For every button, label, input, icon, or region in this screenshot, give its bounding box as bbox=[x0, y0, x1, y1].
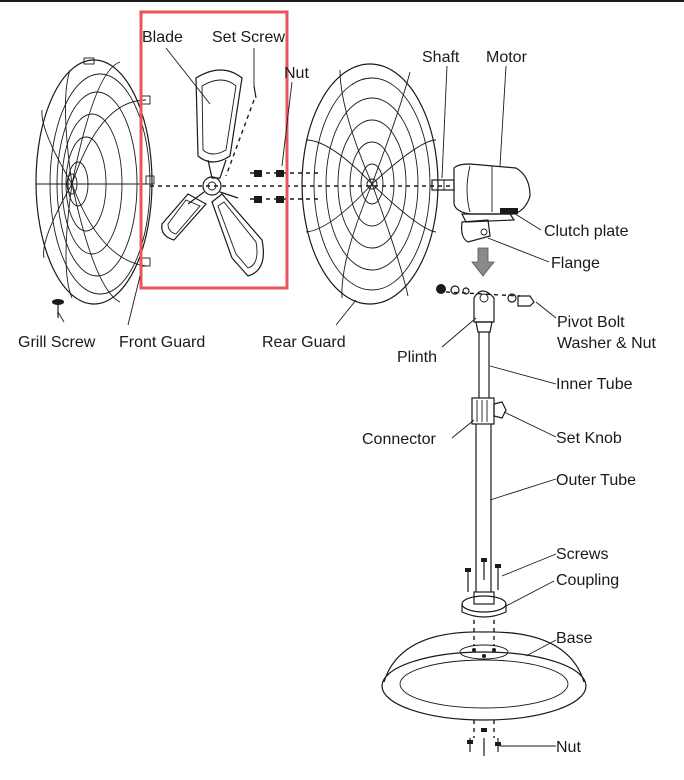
label-shaft: Shaft bbox=[422, 49, 460, 66]
top-border bbox=[0, 0, 684, 2]
assembly-arrow bbox=[471, 247, 495, 277]
label-rear-guard: Rear Guard bbox=[262, 334, 346, 351]
label-front-guard: Front Guard bbox=[119, 334, 205, 351]
label-screws: Screws bbox=[556, 546, 608, 563]
motor-assembly bbox=[431, 163, 531, 243]
front-guard bbox=[35, 57, 155, 305]
label-coupling: Coupling bbox=[556, 572, 619, 589]
leader-lines bbox=[57, 47, 557, 747]
label-clutch-plate: Clutch plate bbox=[544, 223, 629, 240]
top-nuts bbox=[250, 170, 320, 203]
label-nut-top: Nut bbox=[284, 65, 309, 82]
label-set-screw: Set Screw bbox=[212, 29, 285, 46]
base-part bbox=[381, 631, 587, 756]
label-nut-bottom: Nut bbox=[556, 739, 581, 756]
blade-assembly bbox=[161, 69, 264, 277]
label-set-knob: Set Knob bbox=[556, 430, 622, 447]
label-outer-tube: Outer Tube bbox=[556, 472, 636, 489]
stand-column bbox=[461, 290, 507, 646]
grill-screw-part bbox=[52, 299, 64, 318]
pivot-bolt-part bbox=[436, 284, 535, 307]
label-connector: Connector bbox=[362, 431, 436, 448]
label-inner-tube: Inner Tube bbox=[556, 376, 633, 393]
label-base: Base bbox=[556, 630, 593, 647]
label-blade: Blade bbox=[142, 29, 183, 46]
label-pivot-bolt: Pivot Bolt bbox=[557, 314, 625, 331]
label-washer-nut: Washer & Nut bbox=[557, 335, 657, 352]
label-flange: Flange bbox=[551, 255, 600, 272]
label-grill-screw: Grill Screw bbox=[18, 334, 96, 351]
highlight-box bbox=[139, 10, 289, 290]
label-plinth: Plinth bbox=[397, 349, 437, 366]
rear-guard bbox=[301, 63, 439, 305]
set-screw-part bbox=[225, 85, 257, 177]
label-motor: Motor bbox=[486, 49, 528, 66]
